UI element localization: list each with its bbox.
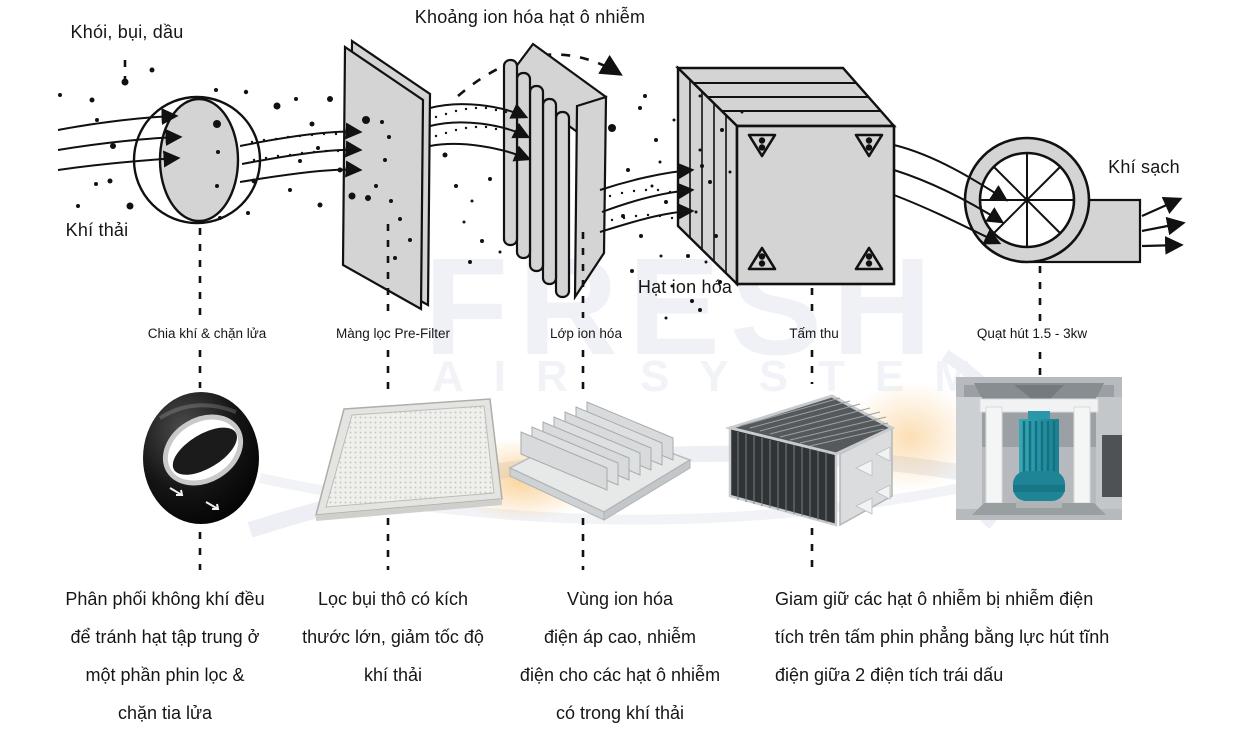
description-line: thước lớn, giảm tốc độ [302,627,484,647]
watermark-air-system: AIR SYSTEM [432,352,1001,401]
description-line: Giam giữ các hạt ô nhiễm bị nhiễm điện [775,589,1094,609]
ionizer-photo [508,401,692,521]
dashed-connectors [123,60,1042,570]
description-collector: Giam giữ các hạt ô nhiễm bị nhiễm điện t… [775,580,1109,694]
description-line: điện áp cao, nhiễm [543,627,697,647]
description-line: để tránh hạt tập trung ở [70,627,260,647]
description-line: một phần phin lọc & [85,665,245,685]
ionization-span-label: Khoảng ion hóa hạt ô nhiễm [414,7,646,27]
stage-label-collector: Tấm thu [789,326,839,341]
description-air-divider: Phân phối không khí đều để tránh hạt tập… [65,580,264,732]
exhaust-air-label: Khí thải [65,220,129,240]
fan-motor-photo [956,377,1122,520]
description-line: tích trên tấm phin phẳng bằng lực hút tĩ… [775,627,1110,647]
sphere-distributor-shape [132,95,262,225]
description-line: Lọc bụi thô có kích [317,589,469,609]
description-ionizer: Vùng ion hóa điện áp cao, nhiễm điện cho… [520,580,720,732]
description-line: khí thải [363,665,423,685]
description-line: điện giữa 2 điện tích trái dấu [775,665,1004,685]
inlet-flow-lines [57,107,183,171]
description-line: có trong khí thải [555,703,685,723]
stage-label-ionizer: Lớp ion hóa [550,326,622,341]
pre-filter-panel-shape [341,38,432,311]
collector-box-shape [675,65,897,287]
ionized-particles-label: Hạt ion hóa [637,277,733,297]
pollutants-label: Khói, bụi, dầu [70,22,184,42]
description-line: Phân phối không khí đều [65,589,265,609]
ionizer-to-collector-flow [599,162,695,233]
clean-air-label: Khí sạch [1108,157,1180,177]
collector-to-fan-flow [893,144,1009,245]
description-line: Vùng ion hóa [566,589,674,609]
description-pre-filter: Lọc bụi thô có kích thước lớn, giảm tốc … [302,580,484,694]
ionization-span-arc [457,53,623,97]
particle-dots [58,67,744,320]
stage-label-air-divider: Chia khí & chặn lửa [147,326,267,341]
streamline-dot-bands [250,106,684,222]
panel-to-ionizer-flow [429,103,532,162]
clean-air-arrows [1141,196,1186,255]
ionizer-slats-shape [502,42,608,301]
mounting-bracket-icons [747,133,884,271]
air-divider-photo [143,392,259,524]
description-line: điện cho các hạt ô nhiễm [519,665,721,685]
pre-filter-photo [315,398,503,521]
stage-label-fan: Quạt hút 1.5 - 3kw [976,326,1088,341]
collector-photo [724,394,896,527]
stage-label-pre-filter: Màng lọc Pre-Filter [335,326,451,341]
description-line: chặn tia lửa [117,703,213,723]
